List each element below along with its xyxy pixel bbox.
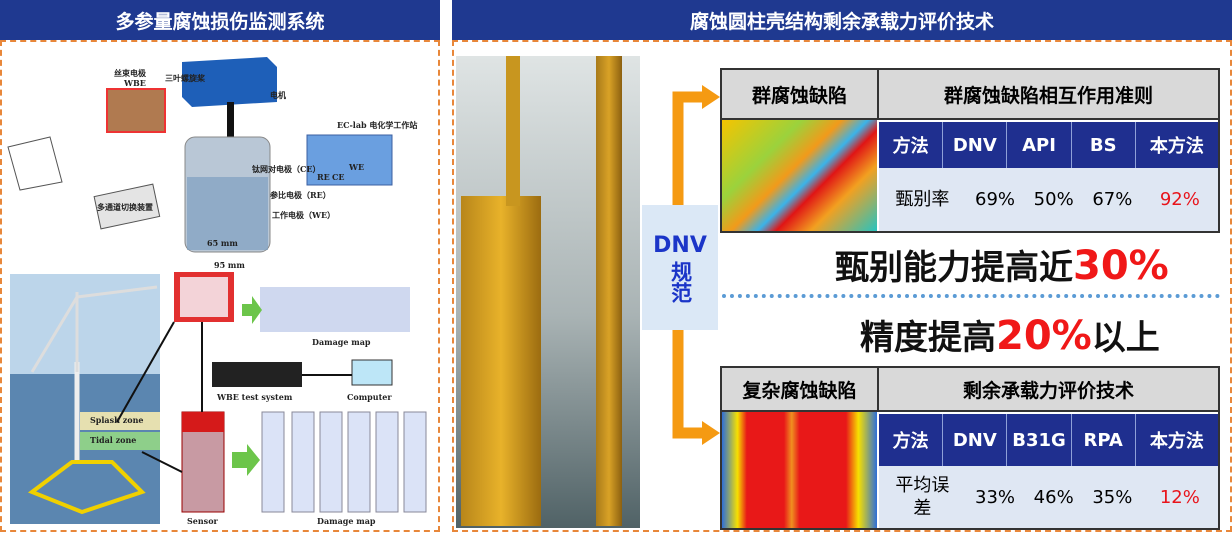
dim-outer: 95 mm: [214, 260, 245, 270]
dim-inner: 65 mm: [207, 238, 238, 248]
wbe-device: [212, 362, 302, 387]
laptop-shape: [7, 136, 63, 191]
we-label: 工作电极（WE）: [272, 210, 336, 220]
table2-cell-highlight: 12%: [1159, 486, 1200, 508]
table2-row-label: 平均误差: [895, 474, 950, 519]
motor-label: 电机: [270, 90, 286, 100]
table1-col: 本方法: [1149, 136, 1204, 157]
damage-map-bottom-label: Damage map: [317, 516, 376, 526]
table1-cell: 67%: [1092, 189, 1133, 210]
switch-label: 多通道切换装置: [97, 202, 153, 212]
motor-shape: [182, 57, 277, 107]
port-re: RE: [317, 172, 330, 182]
claim2-value: 20%: [996, 313, 1092, 359]
table2-header-row: 方法 DNV B31G RPA 本方法: [879, 414, 1218, 466]
table1-data-row: 甄别率 69% 50% 67% 92%: [879, 168, 1218, 231]
corrosion-setup-diagram: [7, 57, 427, 524]
table2-col: RPA: [1072, 414, 1136, 466]
table2-col: B31G: [1007, 414, 1072, 466]
offshore-structure-photo: [456, 56, 640, 528]
fea-contour-image: [722, 120, 877, 231]
right-panel-title: 腐蚀圆柱壳结构剩余承载力评价技术: [452, 0, 1232, 40]
port-we: WE: [349, 162, 365, 172]
computer-label: Computer: [347, 392, 392, 402]
damage-map-top-label: Damage map: [312, 337, 371, 347]
claim1-value: 30%: [1073, 243, 1169, 289]
table1-cell: 69%: [975, 189, 1016, 210]
table1-cell-highlight: 92%: [1159, 189, 1200, 210]
tidal-zone-label: Tidal zone: [90, 435, 137, 445]
dnv-label-cn: 规范: [668, 260, 693, 303]
claim2-suffix: 以上: [1091, 318, 1160, 358]
damage-map-3d: [260, 287, 410, 332]
table2-col: 方法: [879, 414, 944, 466]
sensor-label: Sensor: [187, 516, 218, 526]
table1-col: DNV: [943, 122, 1008, 168]
wbe-image: [106, 88, 166, 133]
workstation-label: EC-lab 电化学工作站: [337, 120, 418, 130]
ce-label: 钛网对电极（CE）: [252, 164, 321, 174]
claim1-text: 甄别能力提高近: [835, 248, 1073, 288]
table1-left-header: 群腐蚀缺陷: [722, 70, 879, 120]
dotted-divider: [722, 294, 1220, 298]
workstation-shape: [306, 134, 393, 186]
wbe-system-label: WBE test system: [217, 392, 293, 402]
re-label: 参比电极（RE）: [270, 190, 331, 200]
wbe-cn-label: 丝束电极: [114, 68, 146, 78]
left-panel: 电机 丝束电极 WBE 三叶螺旋桨 EC-lab 电化学工作站 钛网对电极（CE…: [0, 40, 440, 532]
table2-cell: 46%: [1033, 486, 1074, 508]
claim2-text: 精度提高: [860, 318, 996, 358]
table1-col: BS: [1072, 122, 1136, 168]
table2-cell: 33%: [975, 486, 1016, 508]
residual-strength-table: 复杂腐蚀缺陷 剩余承载力评价技术 方法 DNV B31G RPA 本方法 平均误…: [720, 366, 1220, 530]
table2-cell: 35%: [1092, 486, 1133, 508]
claim-accuracy: 精度提高20%以上: [860, 310, 1160, 359]
dnv-standard-box: DNV 规范: [642, 205, 718, 330]
port-ce: CE: [332, 172, 345, 182]
fea-contour-image-2: [722, 412, 877, 528]
table2-right-header: 剩余承载力评价技术: [879, 368, 1218, 412]
table2-col: DNV: [943, 414, 1008, 466]
table1-col: API: [1007, 122, 1072, 168]
wbe-label: WBE: [124, 78, 146, 88]
table1-right-header: 群腐蚀缺陷相互作用准则: [879, 70, 1218, 120]
group-defect-table: 群腐蚀缺陷 群腐蚀缺陷相互作用准则 方法 DNV API BS 本方法 甄别率 …: [720, 68, 1220, 233]
splash-zone-label: Splash zone: [90, 415, 144, 425]
orange-bracket-arrow: [672, 85, 720, 445]
table1-cell: 50%: [1033, 189, 1074, 210]
table1-col: 方法: [879, 122, 944, 168]
table1-header-row: 方法 DNV API BS 本方法: [879, 122, 1218, 168]
impeller-label: 三叶螺旋桨: [165, 73, 205, 83]
dnv-label: DNV: [653, 233, 707, 259]
table2-col: 本方法: [1149, 431, 1204, 452]
left-panel-title: 多参量腐蚀损伤监测系统: [0, 0, 440, 40]
table2-data-row: 平均误差 33% 46% 35% 12%: [879, 466, 1218, 528]
right-panel: [452, 40, 1232, 532]
table2-left-header: 复杂腐蚀缺陷: [722, 368, 879, 412]
table1-row-label: 甄别率: [895, 188, 950, 210]
claim-detection: 甄别能力提高近30%: [835, 240, 1169, 289]
